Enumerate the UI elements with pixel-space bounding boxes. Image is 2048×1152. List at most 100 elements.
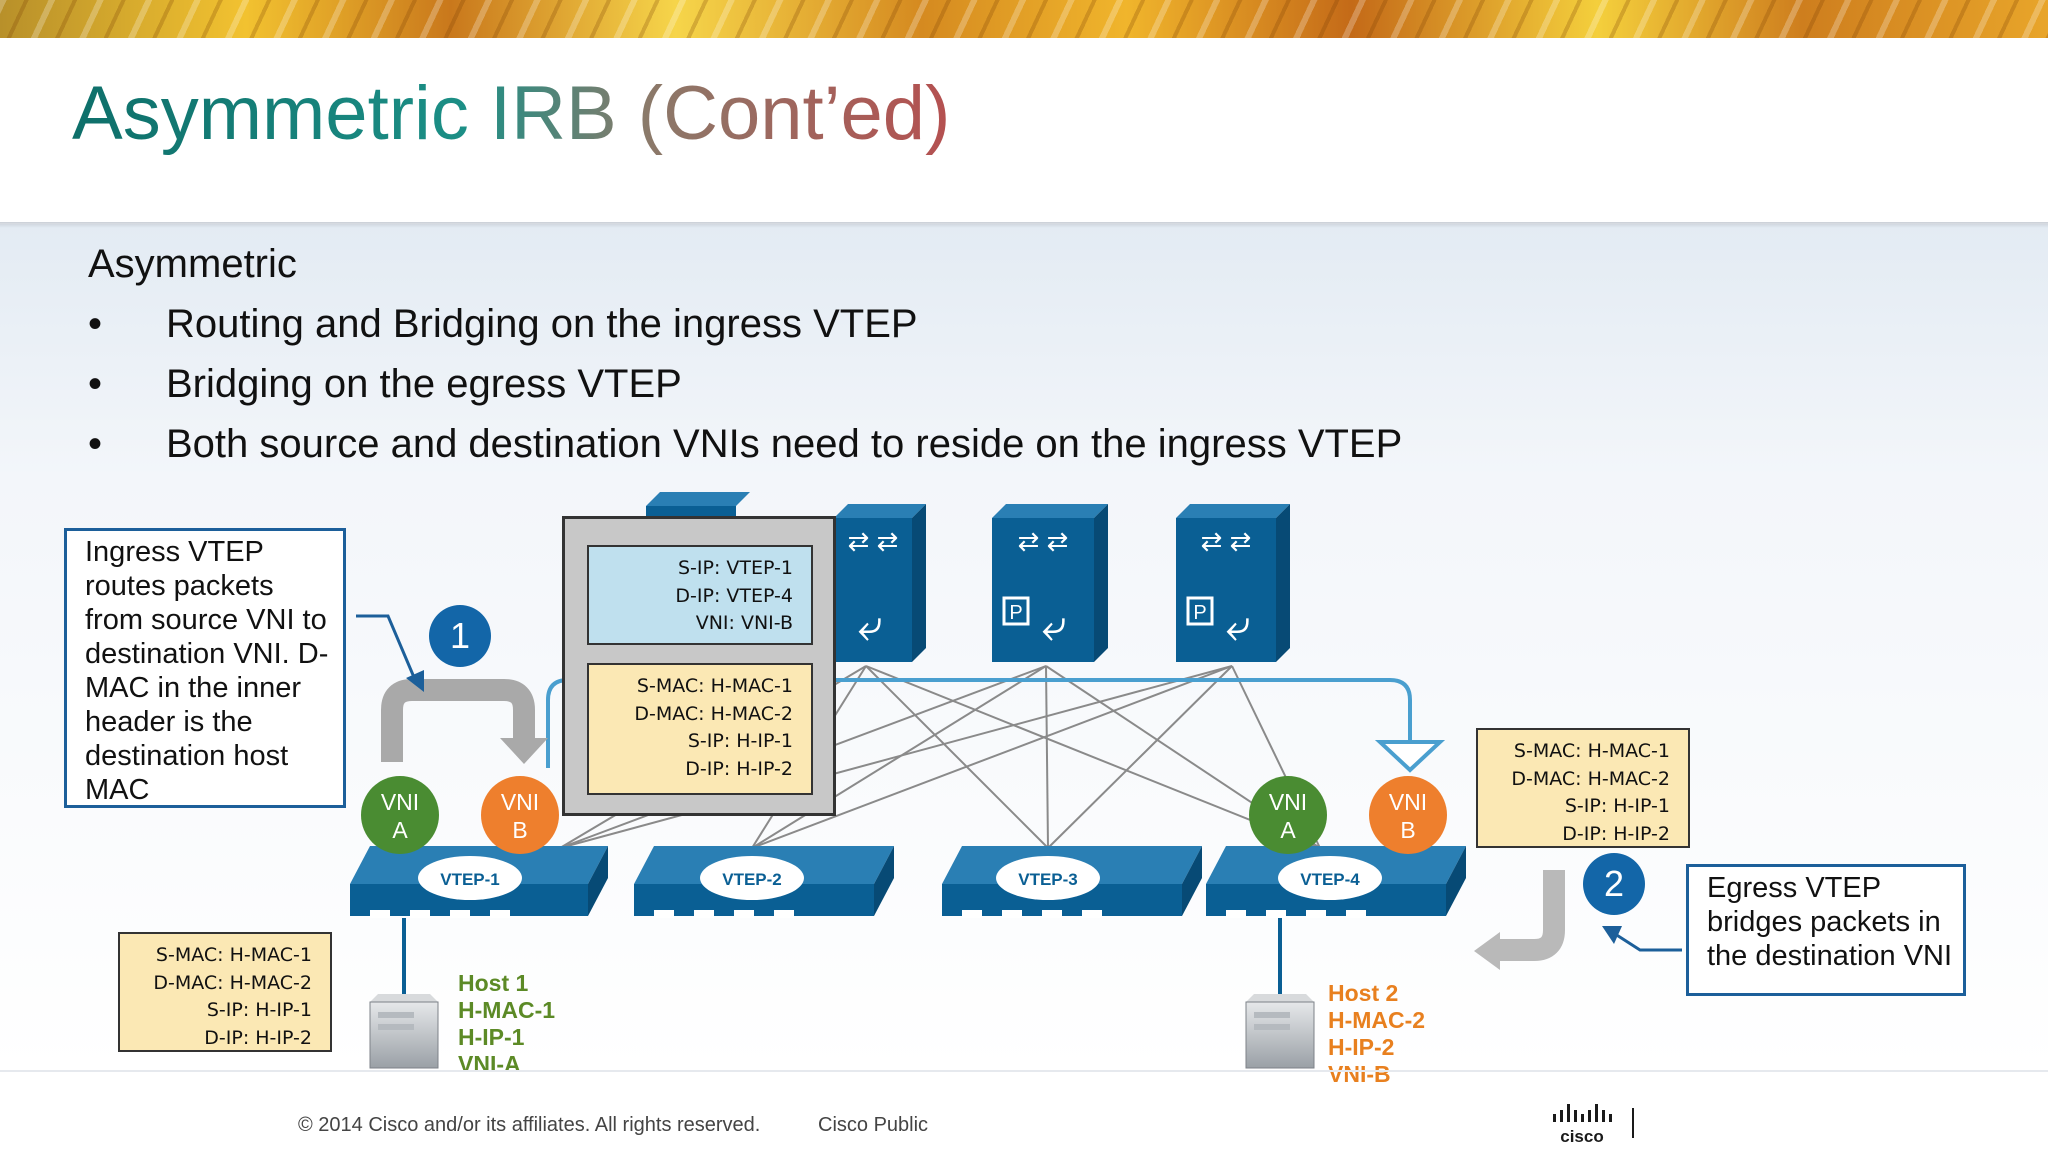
cisco-logo-text: cisco (1560, 1127, 1603, 1146)
host1-server-icon (369, 994, 439, 1069)
leaf-switch-vtep-4 (1206, 846, 1466, 918)
content-divider (0, 222, 2048, 228)
packet-line: D-IP: H-IP-2 (1562, 822, 1670, 845)
host2-mac: H-MAC-2 (1328, 1007, 1426, 1033)
spine-switch: ⇄ ⇄ P ⤶ (992, 504, 1108, 662)
inner-header-line: S-IP: H-IP-1 (687, 730, 793, 752)
inner-header-line: S-MAC: H-MAC-1 (636, 675, 793, 697)
svg-text:⤶: ⤶ (1042, 601, 1067, 650)
inner-header-line: D-MAC: H-MAC-2 (634, 702, 793, 725)
host2-vni: VNI-B (1328, 1061, 1391, 1087)
packet-line: S-MAC: H-MAC-1 (1513, 740, 1670, 762)
vni-a-circle-vtep-1: VNI A (361, 776, 439, 854)
svg-text:⇄ ⇄: ⇄ ⇄ (1018, 526, 1069, 556)
svg-text:A: A (1280, 817, 1296, 843)
packet-line: D-IP: H-IP-2 (204, 1026, 312, 1049)
vtep-label: VTEP-1 (440, 870, 500, 889)
step-badge-2: 2 (1583, 853, 1645, 915)
bullet-text: Bridging on the egress VTEP (166, 362, 682, 406)
classification-text: Cisco Public (818, 1114, 929, 1136)
vtep-label: VTEP-4 (1300, 870, 1360, 889)
egress-callout-pointer (1611, 930, 1682, 952)
host2-ip: H-IP-2 (1328, 1034, 1395, 1060)
ingress-callout-pointer-head (406, 670, 424, 692)
vni-b-circle-vtep-1: VNI B (481, 776, 559, 854)
svg-text:P: P (1009, 602, 1022, 624)
ingress-route-arrow-head (500, 738, 548, 764)
bullet-text: Both source and destination VNIs need to… (166, 422, 1403, 466)
ingress-vtep-callout: Ingress VTEP routes packets from source … (64, 528, 346, 808)
header-banner-texture (0, 0, 2048, 38)
host1-mac: H-MAC-1 (458, 997, 556, 1023)
step-badge-1: 1 (429, 605, 491, 667)
outer-header-line: VNI: VNI-B (695, 612, 793, 634)
host2-name: Host 2 (1328, 980, 1399, 1006)
packet-line: S-IP: H-IP-1 (1564, 795, 1670, 817)
outer-header-line: S-IP: VTEP-1 (677, 557, 793, 579)
vni-a-circle-vtep-4: VNI A (1249, 776, 1327, 854)
host1-label: Host 1 H-MAC-1 H-IP-1 VNI-A (458, 970, 555, 1078)
bullet-item: • Routing and Bridging on the ingress VTE… (88, 302, 918, 347)
bullet-dot: • (88, 302, 103, 346)
host1-ip: H-IP-1 (458, 1024, 525, 1050)
svg-text:VNI: VNI (501, 789, 539, 815)
svg-text:VNI: VNI (1269, 789, 1307, 815)
svg-text:2: 2 (1604, 863, 1624, 904)
routed-path-arrow (546, 678, 1412, 768)
vni-b-circle-vtep-4: VNI B (1369, 776, 1447, 854)
leaf-switch-vtep-1 (350, 846, 608, 918)
cisco-logo: cisco (1553, 1104, 1634, 1146)
host1-vni: VNI-A (458, 1051, 521, 1077)
svg-text:⇄ ⇄: ⇄ ⇄ (1201, 526, 1252, 556)
egress-callout-text: Egress VTEP bridges packets in the desti… (1707, 872, 1953, 972)
footer-divider (0, 1070, 2048, 1072)
svg-text:1: 1 (450, 615, 470, 656)
vtep-label: VTEP-3 (1018, 870, 1078, 889)
bullet-text: Routing and Bridging on the ingress VTEP (166, 302, 918, 346)
spine-switch: ⇄ ⇄ ⤶ (834, 504, 926, 662)
bullet-dot: • (88, 362, 103, 406)
host1-name: Host 1 (458, 970, 529, 996)
inner-header-line: D-IP: H-IP-2 (685, 757, 793, 780)
slide-title: Asymmetric IRB (Cont’ed) (72, 66, 950, 162)
packet-line: D-MAC: H-MAC-2 (1511, 767, 1670, 790)
ingress-callout-pointer (356, 614, 418, 683)
svg-text:⤶: ⤶ (1226, 601, 1251, 650)
slide-subtitle: Asymmetric (88, 242, 297, 286)
host2-server-icon (1245, 994, 1315, 1069)
host1-packet: S-MAC: H-MAC-1 D-MAC: H-MAC-2 S-IP: H-IP… (118, 932, 332, 1052)
svg-text:VNI: VNI (1389, 789, 1427, 815)
ingress-route-arrow (381, 679, 535, 762)
spine-switch: ⇄ ⇄ P ⤶ (1176, 504, 1290, 662)
svg-text:P: P (1193, 602, 1206, 624)
routed-path-arrow-head (1374, 740, 1446, 773)
egress-bridge-arrow-head (1474, 932, 1500, 970)
host2-label: Host 2 H-MAC-2 H-IP-2 VNI-B (1328, 980, 1425, 1088)
egress-bridge-arrow (1496, 870, 1565, 961)
packet-line: S-IP: H-IP-1 (206, 999, 312, 1021)
egress-callout-pointer-head (1602, 926, 1622, 944)
encapsulated-packet: S-IP: VTEP-1 D-IP: VTEP-4 VNI: VNI-B S-M… (562, 516, 836, 816)
bullet-item: • Bridging on the egress VTEP (88, 362, 682, 407)
svg-text:B: B (1400, 817, 1415, 843)
packet-line: S-MAC: H-MAC-1 (155, 944, 312, 966)
inner-header: S-MAC: H-MAC-1 D-MAC: H-MAC-2 S-IP: H-IP… (587, 663, 813, 795)
copyright-text: © 2014 Cisco and/or its affiliates. All … (298, 1114, 761, 1136)
egress-packet: S-MAC: H-MAC-1 D-MAC: H-MAC-2 S-IP: H-IP… (1476, 728, 1690, 848)
svg-text:⤶: ⤶ (858, 601, 883, 650)
egress-vtep-callout: Egress VTEP bridges packets in the desti… (1686, 864, 1966, 996)
ingress-callout-text: Ingress VTEP routes packets from source … (85, 536, 329, 806)
outer-header-line: D-IP: VTEP-4 (675, 584, 793, 607)
packet-line: D-MAC: H-MAC-2 (153, 971, 312, 994)
svg-text:VNI: VNI (381, 789, 419, 815)
bullet-item: • Both source and destination VNIs need t… (88, 422, 1402, 467)
outer-header: S-IP: VTEP-1 D-IP: VTEP-4 VNI: VNI-B (587, 545, 813, 645)
svg-text:⇄ ⇄: ⇄ ⇄ (848, 526, 899, 556)
svg-text:A: A (392, 817, 408, 843)
vtep-label: VTEP-2 (722, 870, 782, 889)
header-banner (0, 0, 2048, 38)
leaf-switch-vtep-2 (634, 846, 894, 918)
bullet-dot: • (88, 422, 103, 466)
svg-text:B: B (512, 817, 527, 843)
